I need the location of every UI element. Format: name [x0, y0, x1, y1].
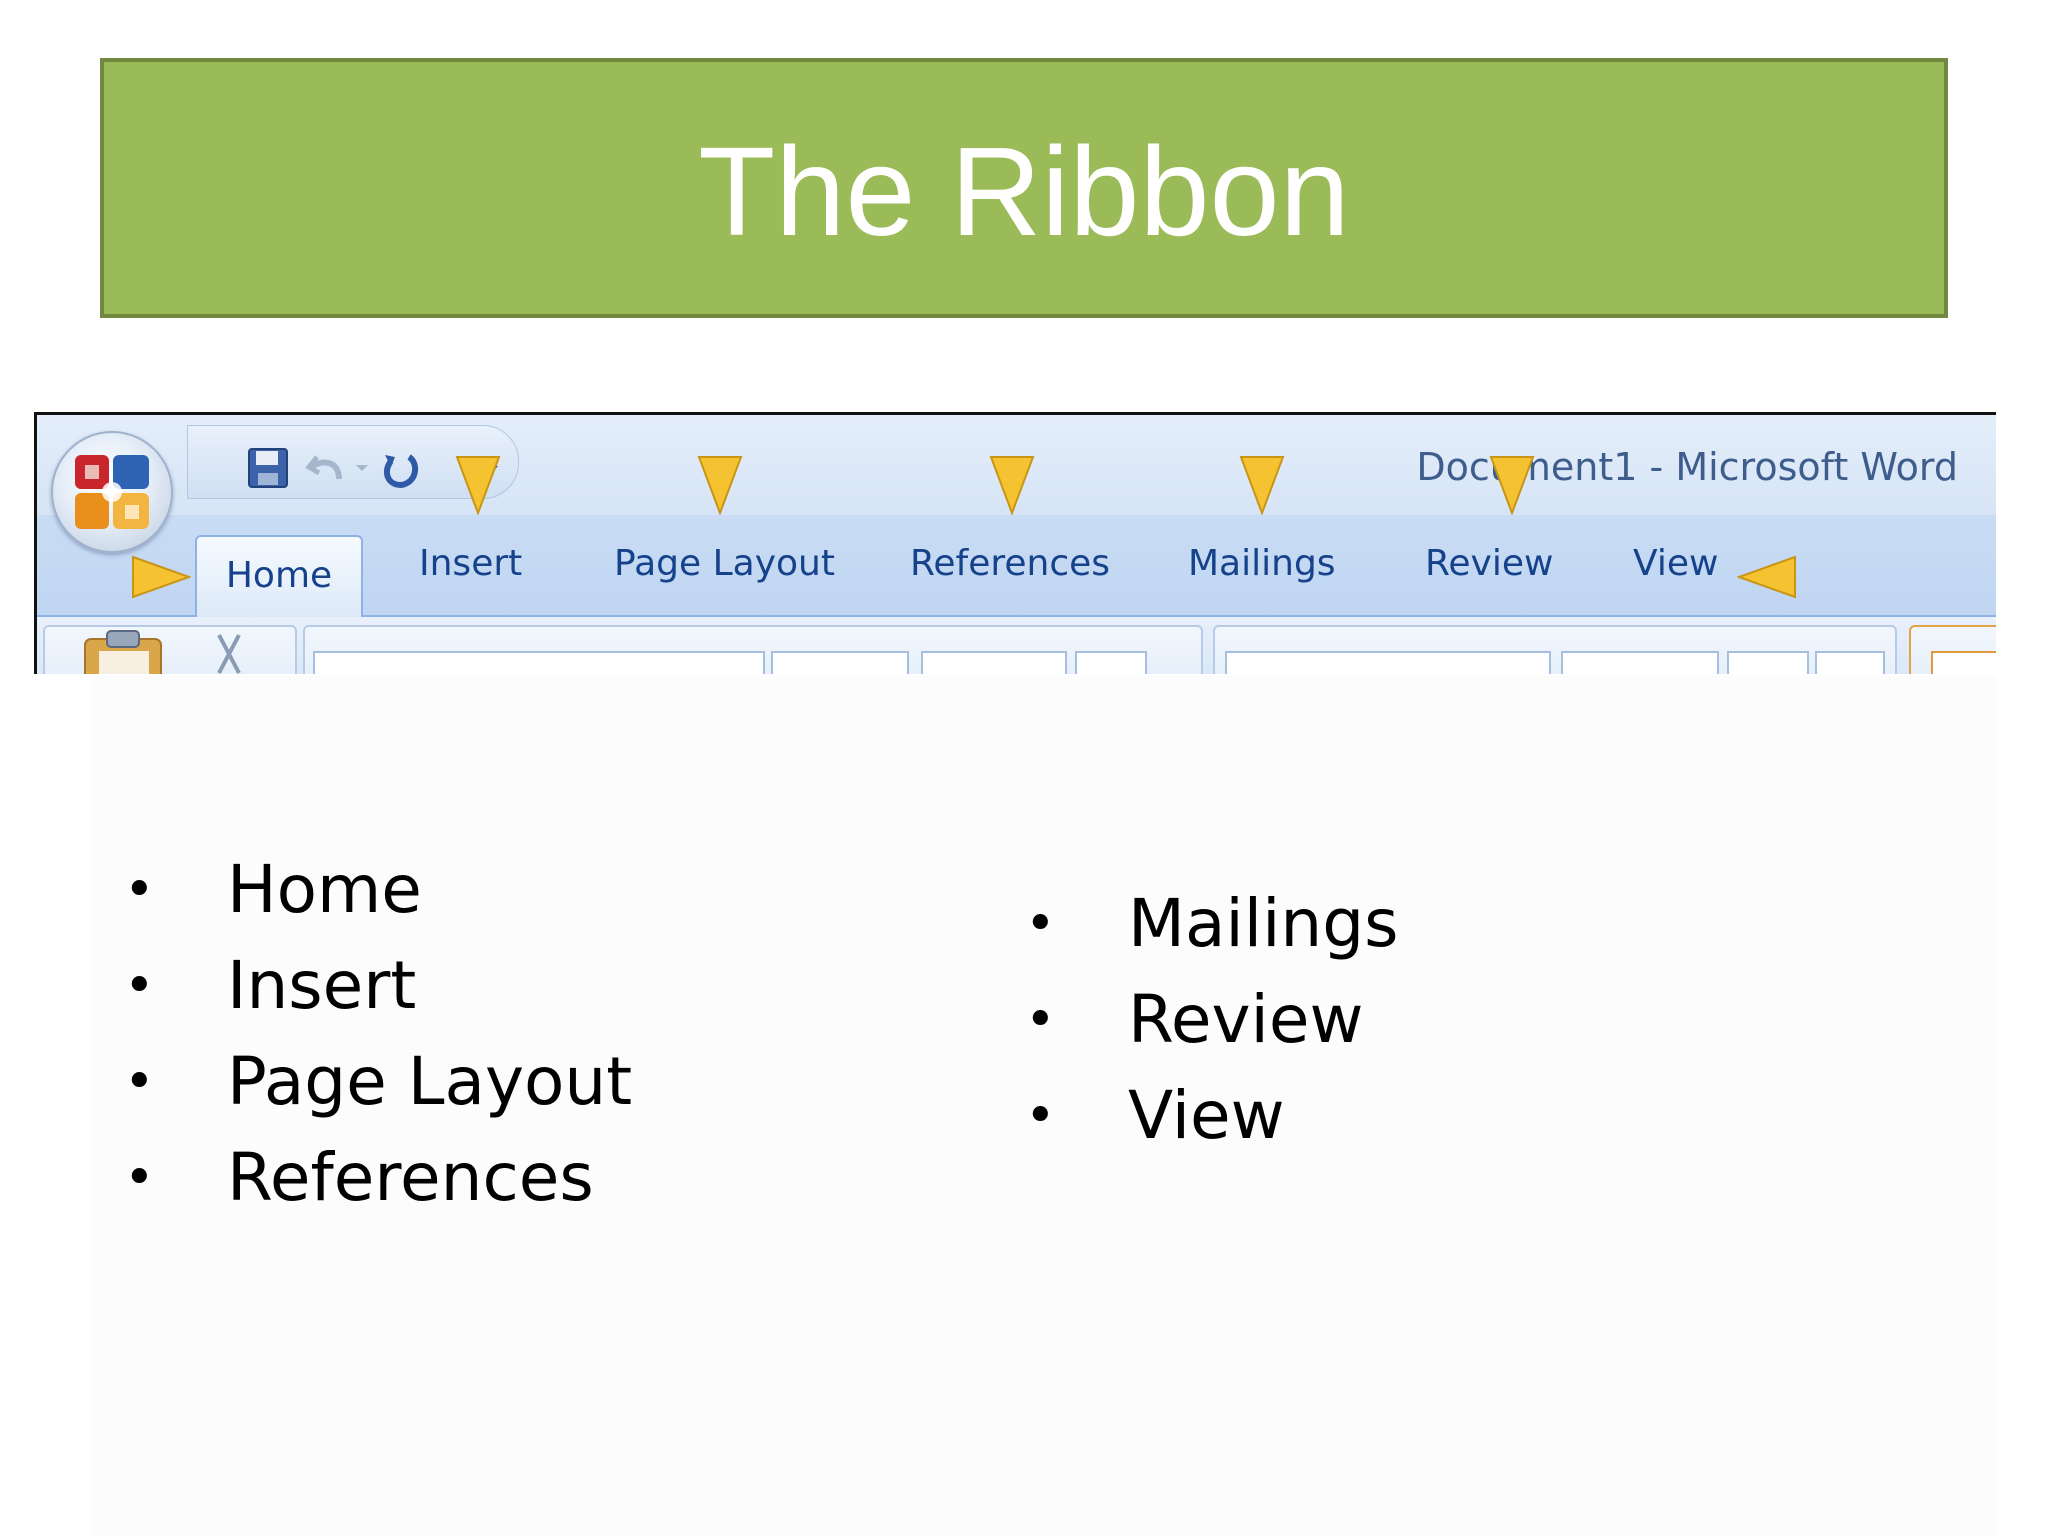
font-size-box[interactable] — [771, 651, 909, 674]
bullet-icon: • — [124, 956, 155, 1016]
tab-strip: Home Insert Page Layout References Maili… — [37, 515, 1996, 617]
sort-button[interactable] — [1727, 651, 1809, 674]
indent-buttons[interactable] — [1561, 651, 1719, 674]
styles-group — [1909, 625, 1996, 674]
content-panel — [92, 676, 1996, 1536]
style-gallery-item[interactable] — [1931, 651, 1996, 674]
tab-mailings[interactable]: Mailings — [1188, 543, 1336, 584]
clipboard-group — [43, 625, 297, 674]
list-item: •References — [124, 1130, 632, 1226]
save-icon[interactable] — [246, 446, 290, 490]
marker-arrow-down-icon — [455, 456, 501, 515]
tab-page-layout[interactable]: Page Layout — [614, 543, 835, 584]
tab-references[interactable]: References — [910, 543, 1111, 584]
marker-arrow-left-icon — [1737, 555, 1796, 599]
title-banner: The Ribbon — [100, 58, 1948, 318]
cut-icon[interactable] — [211, 633, 247, 674]
redo-icon[interactable] — [378, 446, 422, 490]
bullet-icon: • — [1025, 990, 1056, 1050]
tab-review[interactable]: Review — [1425, 543, 1554, 584]
show-marks-button[interactable] — [1815, 651, 1885, 674]
ribbon-body — [37, 617, 1996, 674]
marker-arrow-down-icon — [989, 456, 1035, 515]
tab-insert[interactable]: Insert — [419, 543, 523, 584]
list-item: •Home — [124, 842, 632, 938]
paragraph-group — [1213, 625, 1897, 674]
tab-home[interactable]: Home — [195, 535, 363, 617]
bullet-icon: • — [1025, 1086, 1056, 1146]
undo-dropdown-icon[interactable] — [350, 446, 374, 490]
marker-arrow-down-icon — [1239, 456, 1285, 515]
list-item: •View — [1025, 1068, 1399, 1164]
font-group — [303, 625, 1203, 674]
list-item: •Mailings — [1025, 876, 1399, 972]
paste-icon[interactable] — [81, 629, 165, 674]
bullet-icon: • — [124, 1052, 155, 1112]
ribbon-screenshot: Document1 - Microsoft Word Home Insert P… — [34, 412, 1996, 674]
bullet-icon: • — [124, 860, 155, 920]
bullet-list-left: •Home •Insert •Page Layout •References — [124, 842, 632, 1226]
office-logo-icon — [75, 455, 149, 529]
list-item: •Page Layout — [124, 1034, 632, 1130]
list-item: •Review — [1025, 972, 1399, 1068]
font-grow-shrink[interactable] — [921, 651, 1067, 674]
list-item: •Insert — [124, 938, 632, 1034]
bullet-icon: • — [1025, 894, 1056, 954]
list-buttons[interactable] — [1225, 651, 1551, 674]
bullet-icon: • — [124, 1148, 155, 1208]
tab-view[interactable]: View — [1633, 543, 1719, 584]
marker-arrow-down-icon — [697, 456, 743, 515]
marker-arrow-right-icon — [132, 555, 191, 599]
clear-format-button[interactable] — [1075, 651, 1147, 674]
font-name-box[interactable] — [313, 651, 765, 674]
bullet-list-right: •Mailings •Review •View — [1025, 876, 1399, 1164]
undo-icon[interactable] — [304, 446, 348, 490]
slide-title: The Ribbon — [698, 121, 1350, 262]
marker-arrow-down-icon — [1489, 456, 1535, 515]
office-button[interactable] — [51, 431, 173, 553]
